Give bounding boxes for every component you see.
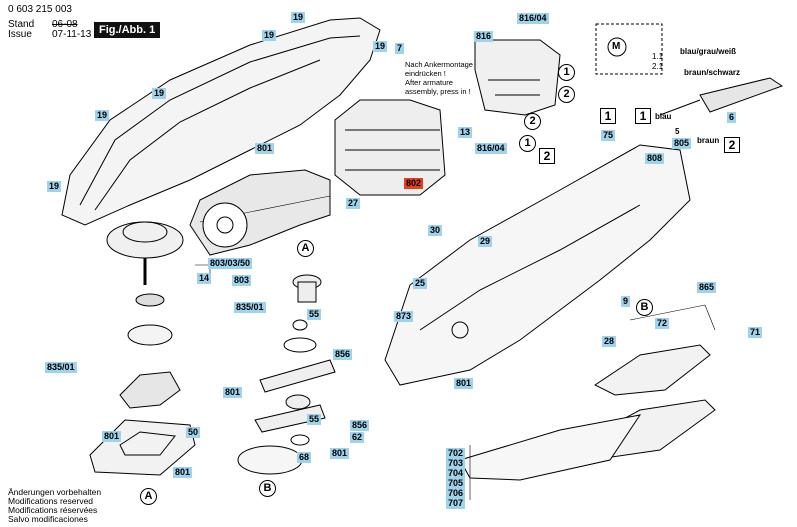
terminal-1: 1.1 <box>652 52 664 61</box>
figure-label: Fig./Abb. 1 <box>94 22 161 38</box>
footer-notes: Änderungen vorbehalten Modifications res… <box>8 488 101 524</box>
part-label: 703 <box>446 458 466 469</box>
part-label: 75 <box>601 130 616 141</box>
eccentric-plate <box>119 371 181 409</box>
wire-blue: blau <box>655 112 672 121</box>
part-number: 0 603 215 003 <box>8 4 72 15</box>
part-label: 30 <box>428 225 443 236</box>
part-label: 55 <box>307 414 322 425</box>
part-label: 27 <box>346 198 361 209</box>
issue-label: Issue <box>8 29 32 40</box>
wire-brown: braun <box>697 136 720 145</box>
callout-circle: B <box>636 299 653 316</box>
part-label: 706 <box>446 488 466 499</box>
part-label: 19 <box>152 88 167 99</box>
bevel-gear <box>106 221 184 259</box>
callout-circle: B <box>259 480 276 497</box>
part-label: 707 <box>446 498 466 509</box>
stand-value: 06-08 <box>52 19 78 30</box>
part-label: 873 <box>394 311 414 322</box>
stand-label: Stand <box>8 19 35 30</box>
part-label: 25 <box>413 278 428 289</box>
part-label: 803/03/50 <box>208 258 253 269</box>
terminal-2: 2.1 <box>652 62 664 71</box>
assembly-note-line: eindrücken ! <box>405 69 446 78</box>
housing-lower-shell <box>384 144 691 386</box>
part-label: 19 <box>47 181 62 192</box>
part-label-highlighted: 802 <box>404 178 424 189</box>
part-label: 801 <box>330 448 350 459</box>
assembly-note-line: Nach Ankermontage <box>405 60 473 69</box>
part-label: 19 <box>373 41 388 52</box>
callout-box: 1 <box>600 108 616 124</box>
assembly-note-line: assembly, press in ! <box>405 87 471 96</box>
issue-value: 07-11-13 <box>52 29 92 40</box>
part-label: 835/01 <box>45 362 77 373</box>
footer-line: Modifications reserved <box>8 496 94 506</box>
part-label: 805 <box>672 138 692 149</box>
part-label: 71 <box>748 327 763 338</box>
saw-blade <box>459 414 642 481</box>
callout-circle: 2 <box>558 86 575 103</box>
callout-circle: A <box>297 240 314 257</box>
callout-circle: 2 <box>524 113 541 130</box>
wire-lead-1: blau/grau/weiß <box>680 47 737 56</box>
wire-number: 5 <box>675 127 680 136</box>
wire-lead-2: braun/schwarz <box>684 68 741 77</box>
part-label: 808 <box>645 153 665 164</box>
part-label: 7 <box>395 43 405 54</box>
callout-circle: A <box>140 488 157 505</box>
part-label: 13 <box>458 127 473 138</box>
part-label: 816 <box>474 31 494 42</box>
power-cable <box>699 77 784 113</box>
part-label: 50 <box>186 427 201 438</box>
part-label: 801 <box>223 387 243 398</box>
part-label: 856 <box>333 349 353 360</box>
part-label: 55 <box>307 309 322 320</box>
footer-line: Salvo modificaciones <box>8 514 88 524</box>
callout-circle: 1 <box>558 64 575 81</box>
part-label: 816/04 <box>475 143 507 154</box>
part-label: 29 <box>478 236 493 247</box>
part-label: 19 <box>95 110 110 121</box>
part-label: 62 <box>350 432 365 443</box>
part-label: 801 <box>255 143 275 154</box>
part-label: 865 <box>697 282 717 293</box>
assembly-note-line: After armature <box>405 78 453 87</box>
part-label: 856 <box>350 420 370 431</box>
callout-box: 2 <box>539 148 555 164</box>
footer-line: Änderungen vorbehalten <box>8 487 102 497</box>
part-label: 6 <box>727 112 737 123</box>
callout-box: 1 <box>635 108 651 124</box>
part-label: 28 <box>602 336 617 347</box>
footer-line: Modifications réservées <box>8 505 98 515</box>
part-label: 816/04 <box>517 13 549 24</box>
part-label: 801 <box>102 431 122 442</box>
callout-circle: 1 <box>519 135 536 152</box>
sole-plate-upper <box>594 344 711 396</box>
part-label: 19 <box>291 12 306 23</box>
part-label: 9 <box>621 296 631 307</box>
brush-holder <box>474 39 561 116</box>
part-label: 14 <box>197 273 212 284</box>
motor-symbol: M <box>612 41 621 52</box>
part-label: 19 <box>262 30 277 41</box>
part-label: 72 <box>655 318 670 329</box>
part-label: 803 <box>232 275 252 286</box>
part-label: 835/01 <box>234 302 266 313</box>
part-label: 702 <box>446 448 466 459</box>
part-label: 801 <box>173 467 193 478</box>
part-label: 705 <box>446 478 466 489</box>
part-label: 68 <box>297 452 312 463</box>
part-label: 704 <box>446 468 466 479</box>
stator <box>334 99 446 196</box>
part-label: 801 <box>454 378 474 389</box>
callout-box: 2 <box>724 137 740 153</box>
